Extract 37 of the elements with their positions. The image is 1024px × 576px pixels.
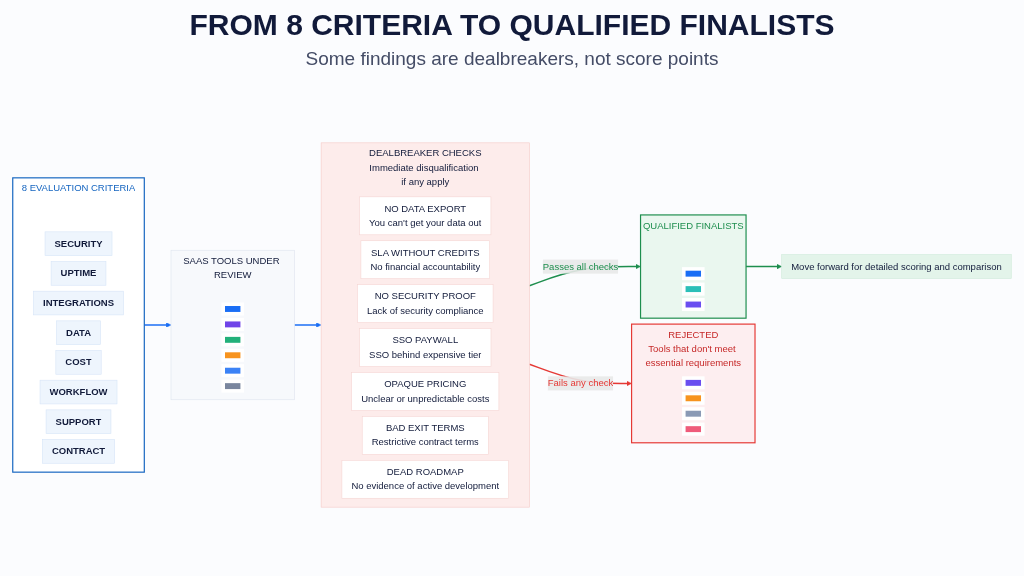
node-box: Move forward for detailed scoring and comparison [781, 254, 1012, 279]
node-box: OPAQUE PRICING Unclear or unpredictable costs [351, 372, 500, 411]
node-box [682, 282, 705, 296]
diagram-title: FROM 8 CRITERIA TO QUALIFIED FINALISTS [188, 8, 836, 42]
node-box [221, 364, 244, 378]
node-box [221, 317, 244, 331]
node-box: NO SECURITY PROOF Lack of security compliance [357, 284, 494, 323]
node-box [682, 298, 705, 312]
subtitle: Some findings are dealbreakers, not score points [304, 48, 720, 70]
node-box [682, 407, 705, 421]
node-box: DATA [56, 320, 101, 345]
node-box: COST [55, 350, 102, 375]
node-box [682, 267, 705, 281]
arrow [293, 322, 322, 328]
node-box: SLA WITHOUT CREDITS No financial accountability [360, 240, 490, 279]
node-box: SUPPORT [45, 409, 112, 434]
cluster: QUALIFIED FINALISTS [639, 214, 747, 319]
node-box [221, 302, 244, 316]
node-box [221, 348, 244, 362]
node-box [221, 379, 244, 393]
cluster: SAAS TOOLS UNDER REVIEW [170, 249, 295, 401]
node-box: WORKFLOW [39, 379, 118, 405]
node-box: DEAD ROADMAP No evidence of active development [341, 460, 509, 499]
node-box: BAD EXIT TERMS Restrictive contract terms [361, 416, 489, 455]
node-box [682, 376, 705, 390]
node-box [221, 333, 244, 347]
node-box: SECURITY [44, 231, 113, 256]
node-box: CONTRACT [42, 439, 115, 464]
node-box [682, 391, 705, 405]
node-box: NO DATA EXPORT You can't get your data out [359, 196, 492, 236]
node-box: UPTIME [50, 261, 107, 286]
edge-label: Fails any check [547, 378, 614, 389]
cluster: REJECTED Tools that don't meet essential requirements [631, 323, 756, 444]
node-box [682, 422, 705, 436]
node-box: SSO PAYWALL SSO behind expensive tier [359, 328, 492, 367]
node-box: INTEGRATIONS [33, 290, 124, 316]
edge-label: Passes all checks [542, 261, 619, 272]
